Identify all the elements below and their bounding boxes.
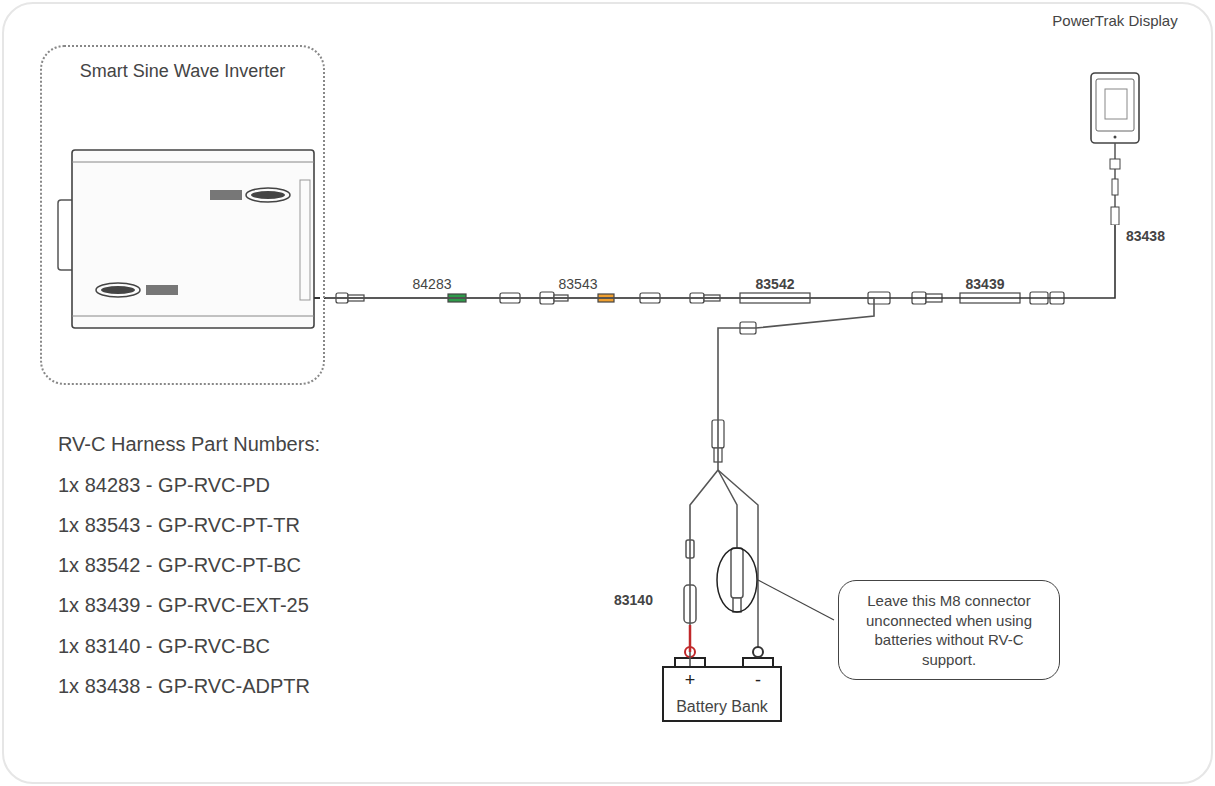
battery-box: Battery Bank — [662, 666, 782, 722]
display-unit: PowerTrak Display — [1050, 12, 1180, 225]
art-stroke — [733, 598, 741, 612]
art-stroke — [718, 470, 737, 548]
terminal-sign: - — [755, 670, 761, 691]
art-stroke — [300, 180, 310, 300]
part-number: 84283 — [413, 276, 452, 292]
art-stroke — [753, 647, 763, 657]
display-illustration — [1050, 29, 1180, 225]
node-text: Smart Sine Wave Inverter — [42, 61, 323, 82]
parts-list-line: 1x 83438 - GP-RVC-ADPTR — [58, 675, 310, 698]
parts-list-line: 1x 83140 - GP-RVC-BC — [58, 635, 270, 658]
art-stroke — [72, 316, 314, 317]
node-text: Leave this M8 connector unconnected when… — [851, 591, 1047, 669]
art-stroke — [717, 548, 757, 612]
node-text: Battery Bank — [664, 698, 780, 716]
parts-list-line: 1x 84283 - GP-RVC-PD — [58, 474, 270, 497]
positive-lead — [689, 625, 692, 652]
harness-connectors — [336, 292, 1064, 462]
art-stroke — [146, 285, 178, 295]
art-stroke — [246, 188, 290, 202]
art-stroke — [731, 548, 743, 598]
part-number: 83140 — [614, 592, 653, 608]
node-text: PowerTrak Display — [1050, 12, 1180, 29]
inverter-illustration — [58, 150, 326, 328]
art-stroke — [96, 283, 140, 297]
art-stroke — [72, 162, 314, 163]
art-stroke — [210, 190, 242, 200]
harness-cable — [325, 298, 874, 666]
art-stroke — [72, 150, 314, 328]
callout-box: Leave this M8 connector unconnected when… — [838, 580, 1060, 680]
parts-list-line: RV-C Harness Part Numbers: — [58, 433, 320, 456]
parts-list-line: 1x 83543 - GP-RVC-PT-TR — [58, 514, 300, 537]
part-number: 83542 — [756, 276, 795, 292]
art-stroke — [718, 470, 758, 656]
part-number: 83439 — [966, 276, 1005, 292]
panel — [3, 3, 1212, 783]
terminal-sign: + — [685, 670, 696, 691]
battery-wires — [684, 470, 834, 656]
part-number: 83438 — [1126, 228, 1165, 244]
parts-list-line: 1x 83542 - GP-RVC-PT-BC — [58, 554, 301, 577]
inverter-region: Smart Sine Wave Inverter — [40, 45, 325, 385]
part-number: 83543 — [559, 276, 598, 292]
art-stroke — [251, 191, 285, 199]
art-stroke — [101, 286, 135, 294]
art-stroke — [758, 580, 834, 620]
harness-cable — [325, 225, 1115, 298]
parts-list-line: 1x 83439 - GP-RVC-EXT-25 — [58, 594, 309, 617]
